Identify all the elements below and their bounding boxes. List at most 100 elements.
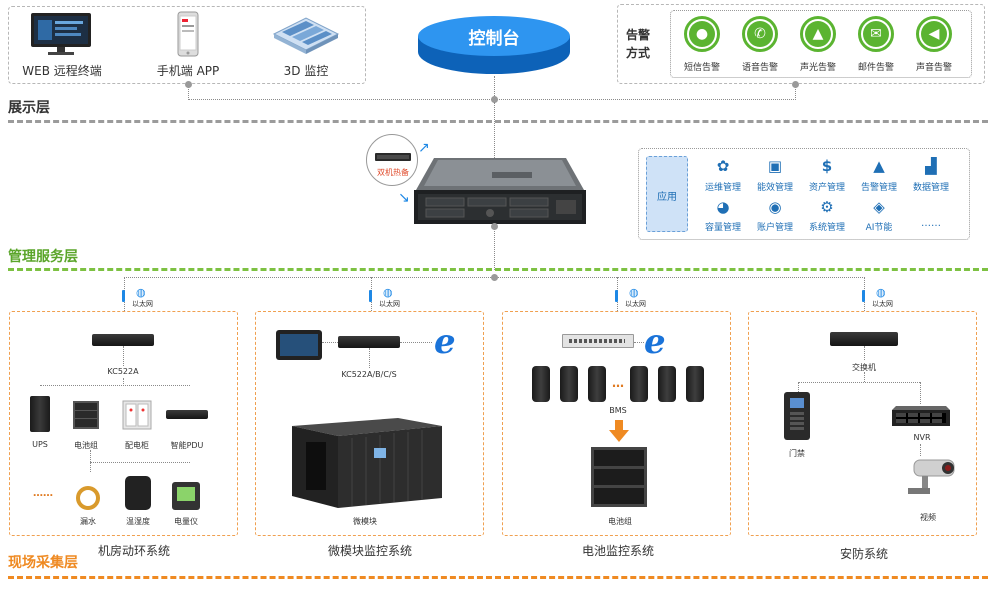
nvr-device-icon: [892, 404, 950, 426]
management-layer-divider: [8, 268, 988, 271]
cog-box-icon: ⚙: [820, 198, 834, 216]
connector: [798, 382, 920, 383]
alarm-label-siren: 声光告警: [799, 63, 836, 73]
monitor-icon: [30, 12, 92, 56]
gateway-device-icon: [338, 336, 400, 348]
connector: [920, 444, 921, 456]
sms-icon: ●: [684, 16, 720, 52]
system-name-battery: 电池监控系统: [581, 544, 654, 558]
hot-standby-label: 双机热备: [377, 168, 409, 177]
ellipsis: ……: [33, 488, 53, 499]
connector: [920, 382, 921, 404]
connector-dot: [792, 81, 799, 88]
alarm-label-voice: 语音告警: [741, 63, 778, 73]
bar-chart-icon: ▟: [925, 157, 937, 175]
ai-leaf-icon: ◈: [873, 198, 885, 216]
display-layer-title: 展示层: [8, 100, 50, 116]
battery-cell-icon: [630, 366, 648, 402]
alarm-label-mail: 邮件告警: [857, 63, 894, 73]
screen-chart-icon: ▣: [767, 157, 783, 175]
gear-icon: ✿: [716, 157, 730, 175]
app-item-more: ……: [921, 218, 941, 229]
alarm-panel: [617, 4, 985, 84]
connector: [798, 382, 799, 392]
connector-dot: [491, 96, 498, 103]
bms-label: BMS: [609, 406, 627, 415]
system-name-security: 安防系统: [839, 547, 888, 561]
connector: [795, 84, 796, 100]
terminal-label-app: 手机端 APP: [156, 64, 220, 78]
connector: [864, 346, 865, 360]
switch-device-icon: [830, 332, 898, 346]
alarm-title-line2: 方式: [626, 46, 651, 60]
nvr-label: NVR: [913, 433, 931, 442]
ethernet-label: 以太网: [625, 300, 646, 308]
camera-icon: [900, 456, 958, 504]
ethernet-label: 以太网: [379, 300, 400, 308]
speaker-icon: ◀: [916, 16, 952, 52]
connector-dot: [491, 274, 498, 281]
siren-icon: ▲: [800, 16, 836, 52]
device-label-pdu: 智能PDU: [170, 441, 204, 450]
access-control-icon: [784, 392, 810, 440]
micro-module-icon: [282, 412, 446, 510]
app-label-box: [646, 156, 688, 232]
hot-standby-bubble: [366, 134, 418, 186]
voice-call-icon: ✆: [742, 16, 778, 52]
alarm-label-sms: 短信告警: [683, 63, 720, 73]
switch-label: 交换机: [852, 363, 876, 372]
alarm-title-line1: 告警: [626, 28, 651, 42]
battery-pack-icon: [72, 400, 100, 430]
money-bag-icon: $: [821, 157, 833, 175]
alarm-method-sms: ●: [680, 16, 724, 52]
app-label: 应用: [657, 192, 677, 203]
system-name-environment: 机房动环系统: [97, 544, 170, 558]
standby-arrow-icon: ↘: [398, 190, 410, 206]
ethernet-cable-icon: [615, 290, 618, 302]
management-layer-title: 管理服务层: [8, 249, 78, 265]
connector: [40, 385, 190, 386]
system-box-security: [748, 311, 977, 536]
display-layer-divider: [8, 120, 988, 123]
battery-cell-icon: [560, 366, 578, 402]
battery-cell-icon: [588, 366, 606, 402]
connector: [90, 450, 91, 472]
battery-cell-icon: [686, 366, 704, 402]
browser-icon: e: [644, 322, 666, 362]
water-leak-sensor-icon: [76, 486, 100, 510]
temp-humidity-sensor-icon: [125, 476, 151, 510]
alarm-method-speaker: ◀: [912, 16, 956, 52]
console-disc: [416, 14, 572, 76]
connector: [123, 346, 124, 366]
sensor-label-leak: 漏水: [80, 517, 96, 526]
alarm-label-speaker: 声音告警: [915, 63, 952, 73]
battery-cell-icon: [658, 366, 676, 402]
connector: [188, 84, 189, 100]
battery-cell-icon: [532, 366, 550, 402]
gateway-device-icon: [92, 334, 154, 346]
connector: [369, 348, 370, 368]
ethernet-icon: ◍: [383, 286, 393, 299]
device-label-cabinet: 配电柜: [125, 441, 149, 450]
terminal-label-web: WEB 远程终端: [22, 64, 102, 78]
access-label: 门禁: [789, 449, 805, 458]
terminal-label-3d: 3D 监控: [283, 64, 329, 78]
system-box-micromodule: [255, 311, 484, 536]
down-arrow-icon: [609, 420, 629, 442]
gateway-label: KC522A: [107, 367, 139, 376]
connector: [494, 76, 495, 100]
field-layer-divider: [8, 576, 988, 579]
connector: [322, 342, 338, 343]
sensor-label-temp: 温湿度: [126, 517, 150, 526]
device-label-ups: UPS: [32, 440, 48, 449]
pie-chart-icon: ◕: [716, 198, 730, 216]
console-title: 控制台: [468, 29, 520, 49]
ethernet-icon: ◍: [136, 286, 146, 299]
ethernet-icon: ◍: [629, 286, 639, 299]
alarm-title: 告警 方式: [626, 26, 660, 62]
app-item-system: 系统管理: [808, 223, 845, 233]
ethernet-label: 以太网: [132, 300, 153, 308]
app-item-capacity: 容量管理: [704, 223, 741, 233]
ethernet-cable-icon: [122, 290, 125, 302]
app-item-energy: 能效管理: [756, 183, 793, 193]
